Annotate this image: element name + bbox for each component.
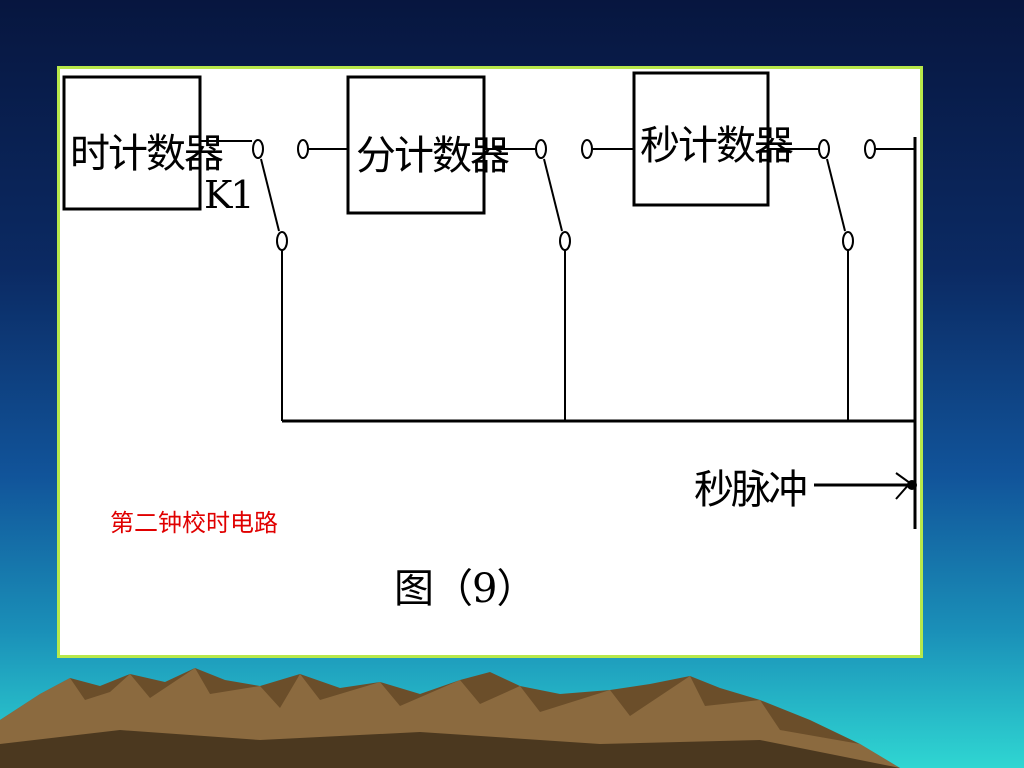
block-second-label: 秒计数器 <box>640 123 794 169</box>
diagram-caption: 第二钟校时电路 <box>110 509 278 537</box>
figure-label: 图（9） <box>394 566 536 612</box>
circuit-diagram <box>62 71 917 529</box>
arrow-head <box>895 472 912 500</box>
mountain-decoration <box>0 668 900 768</box>
block-minute-box <box>346 75 486 215</box>
block-second-box <box>632 71 770 207</box>
switch-second <box>768 139 915 421</box>
slide-panel: 时计数器 分计数器 秒计数器 K1 秒脉冲 第二钟校时电路 图（9） <box>57 66 923 658</box>
block-minute-label: 分计数器 <box>356 133 510 179</box>
pulse-label: 秒脉冲 <box>694 467 808 513</box>
switch-k1 <box>200 139 348 421</box>
switch-minute <box>484 139 634 421</box>
block-hour-box <box>62 75 202 211</box>
switch-label: K1 <box>204 173 255 217</box>
block-hour-label: 时计数器 <box>70 131 224 177</box>
